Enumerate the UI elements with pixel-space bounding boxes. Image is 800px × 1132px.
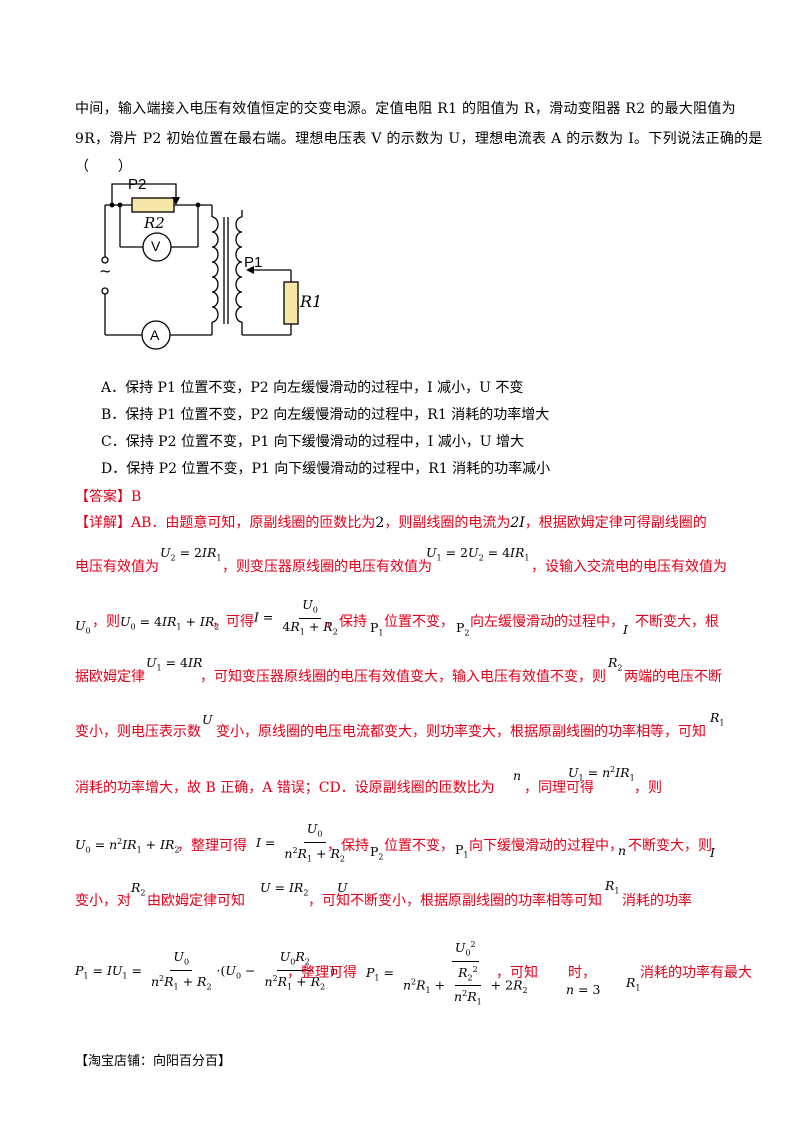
explanation-line-3d: 位置不变，: [384, 614, 454, 630]
formula-u0: U0 = 4IR1 + IR2: [120, 614, 220, 632]
explanation-line-8e: 消耗的功率: [622, 893, 692, 909]
slider-p1-label: P1: [244, 254, 263, 271]
explanation-line-9a: ，整理可得: [287, 965, 357, 981]
footer-shop-label: 【淘宝店铺：向阳百分百】: [75, 1054, 232, 1069]
explanation-line-8b: 由欧姆定律可知: [147, 893, 245, 909]
explanation-line-3b: ，可得: [212, 614, 254, 630]
symbol-n-b: n: [618, 843, 627, 858]
symbol-r2-b: R2: [131, 880, 146, 898]
resistor-r1-label: R1: [300, 292, 323, 311]
symbol-n: n: [513, 768, 522, 783]
explanation-line-9b: ，可知: [496, 965, 538, 981]
formula-u0-symbol: U0: [75, 618, 91, 636]
explanation-line-9c: 时，: [568, 965, 596, 981]
symbol-p2-b: P2: [370, 844, 384, 862]
explanation-line-4a: 据欧姆定律: [75, 669, 145, 685]
formula-u1-n: U1 = n2IR1: [568, 765, 635, 783]
ac-source-icon: ~: [99, 262, 112, 280]
symbol-r1-c: R1: [626, 975, 641, 993]
symbol-u: U: [202, 712, 213, 727]
resistor-r2-label: R2: [144, 214, 165, 232]
formula-u0-n: U0 = n2IR1 + IR2: [75, 837, 180, 855]
explanation-line-8c: ，可知: [308, 893, 350, 909]
explanation-line-2b: ，则变压器原线圈的电压有效值为: [222, 559, 432, 575]
slider-p2-label: P2: [128, 176, 147, 193]
explanation-line-3f: 不断变大，根: [635, 614, 719, 630]
explanation-line-5b: 变小，原线圈的电压电流都变大，则功率变大，根据原副线圈的功率相等，可知: [216, 724, 706, 740]
answer-label: 【答案】B: [75, 489, 142, 505]
explanation-line-8d: 不断变小，根据原副线圈的功率相等可知: [350, 893, 602, 909]
question-line-1: 中间，输入端接入电压有效值恒定的交变电源。定值电阻 R1 的阻值为 R，滑动变阻…: [75, 101, 736, 117]
symbol-r1-b: R1: [605, 878, 620, 896]
symbol-u-b: U: [337, 880, 348, 895]
explanation-line-6a: 消耗的功率增大，故 B 正确，A 错误；CD．设原副线圈的匝数比为: [75, 780, 495, 796]
formula-u1: U1 = 2U2 = 4IR1: [426, 545, 530, 563]
explanation-line-3e: 向左缓慢滑动的过程中，: [470, 614, 624, 630]
formula-u-ir2: U = IR2: [260, 880, 309, 898]
transformer-circuit-diagram: [101, 183, 299, 350]
explanation-line-3a: ，则: [92, 614, 120, 630]
symbol-p2: P2: [456, 620, 470, 638]
explanation-line-7b: ，保持: [327, 838, 369, 854]
explanation-line-4c: 两端的电压不断: [624, 669, 722, 685]
formula-u1-ir: U1 = 4IR: [146, 655, 203, 673]
explanation-line-8a: 变小，对: [75, 893, 131, 909]
formula-n-equals-3: n = 3: [566, 982, 601, 997]
explanation-line-1: 【详解】AB．由题意可知，原副线圈的匝数比为2，则副线圈的电流为2I，根据欧姆定…: [75, 515, 707, 531]
formula-u2: U2 = 2IR1: [160, 545, 222, 563]
explanation-line-7a: ，整理可得: [177, 838, 247, 854]
ammeter-label: A: [150, 327, 160, 343]
explanation-line-5a: 变小，则电压表示数: [75, 724, 201, 740]
option-b: B．保持 P1 位置不变，P2 向左缓慢滑动的过程中，R1 消耗的功率增大: [101, 407, 550, 423]
explanation-line-2a: 电压有效值为: [75, 559, 159, 575]
question-line-2: 9R，滑片 P2 初始位置在最右端。理想电压表 V 的示数为 U，理想电流表 A…: [75, 131, 763, 147]
explanation-line-2c: ，设输入交流电的电压有效值为: [531, 559, 727, 575]
symbol-i-b: I: [710, 845, 715, 860]
option-d: D．保持 P2 位置不变，P1 向下缓慢滑动的过程中，R1 消耗的功率减小: [101, 461, 551, 477]
explanation-line-6c: ，则: [634, 780, 662, 796]
symbol-p1: P1: [370, 620, 384, 638]
explanation-line-6b: ，同理可得: [524, 780, 594, 796]
explanation-line-7d: 向下缓慢滑动的过程中，: [469, 838, 623, 854]
option-a: A．保持 P1 位置不变，P2 向左缓慢滑动的过程中，I 减小，U 不变: [101, 380, 524, 396]
explanation-line-7c: 位置不变，: [384, 838, 454, 854]
explanation-line-9d: 消耗的功率有最大: [640, 965, 752, 981]
explanation-line-7e: 不断变大，则: [628, 838, 712, 854]
symbol-r1: R1: [710, 710, 725, 728]
symbol-r2: R2: [608, 655, 623, 673]
voltmeter-label: V: [151, 238, 161, 254]
question-line-3: （ ）: [75, 159, 133, 175]
option-c: C．保持 P2 位置不变，P1 向下缓慢滑动的过程中，I 减小，U 增大: [101, 434, 524, 450]
symbol-i: I: [623, 622, 628, 637]
symbol-p1-b: P1: [455, 842, 469, 860]
explanation-line-3c: ，保持: [325, 614, 367, 630]
explanation-line-4b: ，可知变压器原线圈的电压有效值变大，输入电压有效值不变，则: [200, 669, 606, 685]
